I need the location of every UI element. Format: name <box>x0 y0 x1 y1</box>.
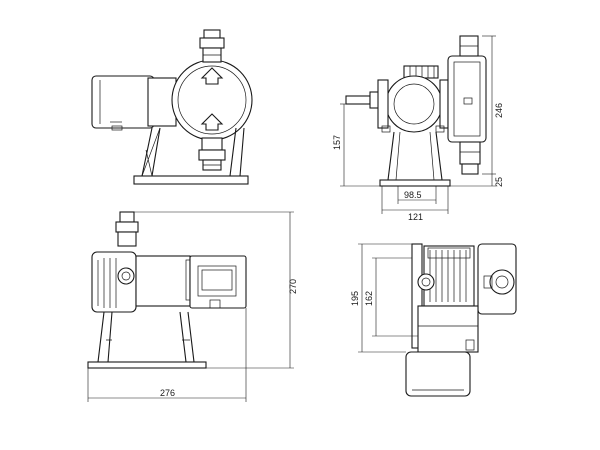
side-view: 157 246 25 98.5 121 <box>332 35 504 222</box>
front-view <box>91 29 253 185</box>
top-view-port-right <box>489 269 515 295</box>
pump-head <box>171 59 253 141</box>
rear-stand <box>87 311 207 369</box>
dim-246: 246 <box>494 103 504 118</box>
front-stand <box>133 127 249 185</box>
dim-162-line <box>372 257 418 337</box>
rear-valve-top <box>119 211 135 223</box>
dim-121-line <box>381 186 449 214</box>
control-display <box>197 265 237 297</box>
top-view-motor <box>405 351 471 397</box>
rear-port <box>117 267 135 285</box>
dim-276-line <box>87 308 247 402</box>
up-arrow-icon <box>200 113 224 131</box>
dim-162: 162 <box>364 291 374 306</box>
dim-246-line <box>450 35 496 187</box>
side-nozzle <box>345 95 371 105</box>
suction-valve-bottom <box>198 137 226 171</box>
dim-270-line <box>134 211 294 369</box>
side-valve-bottom <box>459 141 481 165</box>
dim-157-line <box>340 103 380 187</box>
discharge-valve-top <box>199 29 225 63</box>
up-arrow-icon <box>200 67 224 85</box>
side-stand <box>379 131 451 187</box>
dim-195: 195 <box>350 291 360 306</box>
dim-157: 157 <box>332 135 342 150</box>
top-view-plate <box>417 305 479 353</box>
motor-flange <box>147 77 177 127</box>
dim-121: 121 <box>408 212 423 222</box>
dim-98-5-line <box>397 186 437 204</box>
top-view-frame <box>411 243 423 349</box>
dim-195-line <box>358 243 412 353</box>
dim-25: 25 <box>494 177 504 187</box>
top-view: 195 162 <box>350 243 517 397</box>
dim-276: 276 <box>160 388 175 398</box>
top-view-port-left <box>417 273 435 291</box>
side-pump-head <box>385 75 443 133</box>
dim-98-5: 98.5 <box>404 190 422 200</box>
motor-body <box>91 75 155 129</box>
rear-housing <box>135 255 191 307</box>
dim-270: 270 <box>288 279 298 294</box>
rear-view: 270 276 <box>87 211 298 402</box>
